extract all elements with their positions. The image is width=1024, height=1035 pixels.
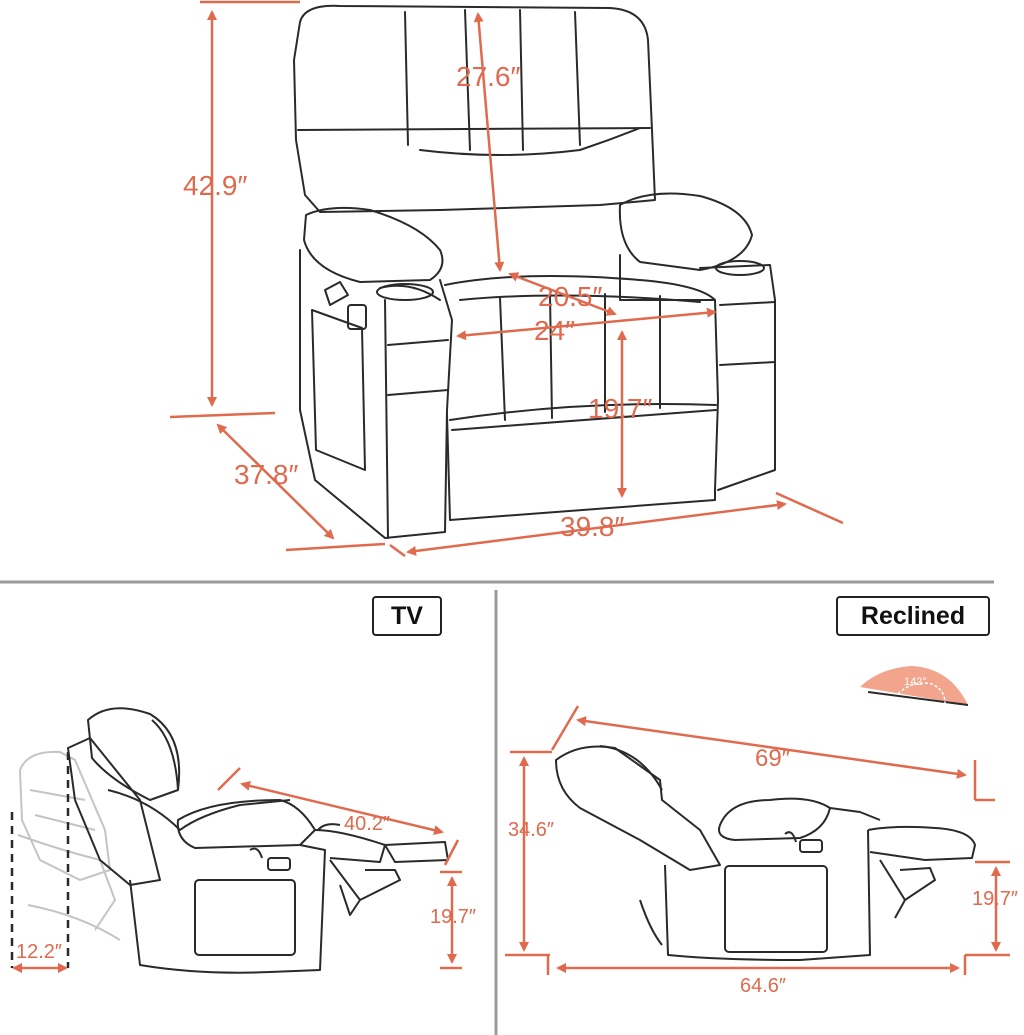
depth-label: 37.8″ (234, 459, 298, 490)
width-label: 39.8″ (560, 511, 624, 542)
height-total-label: 42.9″ (183, 170, 247, 201)
main-chair-drawing (293, 4, 776, 539)
tv-length-label: 40.2″ (344, 813, 390, 835)
recline-angle-label: 142° (904, 676, 927, 688)
reclined-chair-drawing (555, 745, 976, 961)
reclined-dimension-lines (505, 705, 1010, 975)
tv-dimension-lines (12, 767, 462, 973)
seat-depth-label: 20.5″ (538, 281, 602, 312)
tv-view-label: TV (372, 596, 442, 636)
panel-dividers (0, 580, 994, 1035)
seat-width-label: 24″ (534, 315, 575, 346)
tv-dimension-labels: 40.2″ 19.7″ 12.2″ (16, 813, 476, 963)
reclined-depth-label: 64.6″ (740, 975, 786, 997)
backrest-height-label: 27.6″ (456, 61, 520, 92)
seat-height-label: 19.7″ (588, 393, 652, 424)
reclined-length-label: 69″ (755, 745, 791, 772)
recline-angle-icon: 142° (860, 666, 969, 706)
reclined-dimension-labels: 69″ 34.6″ 19.7″ 64.6″ (508, 745, 1018, 997)
reclined-height-label: 34.6″ (508, 819, 554, 841)
tv-wall-markers (10, 752, 70, 968)
reclined-footrest-height-label: 19.7″ (972, 888, 1018, 910)
tv-chair-drawing (67, 707, 449, 974)
main-dimension-labels: 42.9″ 27.6″ 20.5″ 24″ 19.7″ 37.8″ 39.8″ (183, 61, 652, 542)
main-dimension-lines (169, 0, 844, 558)
tv-wall-clearance-label: 12.2″ (16, 941, 62, 963)
reclined-view-label: Reclined (836, 596, 990, 636)
tv-footrest-height-label: 19.7″ (430, 906, 476, 928)
